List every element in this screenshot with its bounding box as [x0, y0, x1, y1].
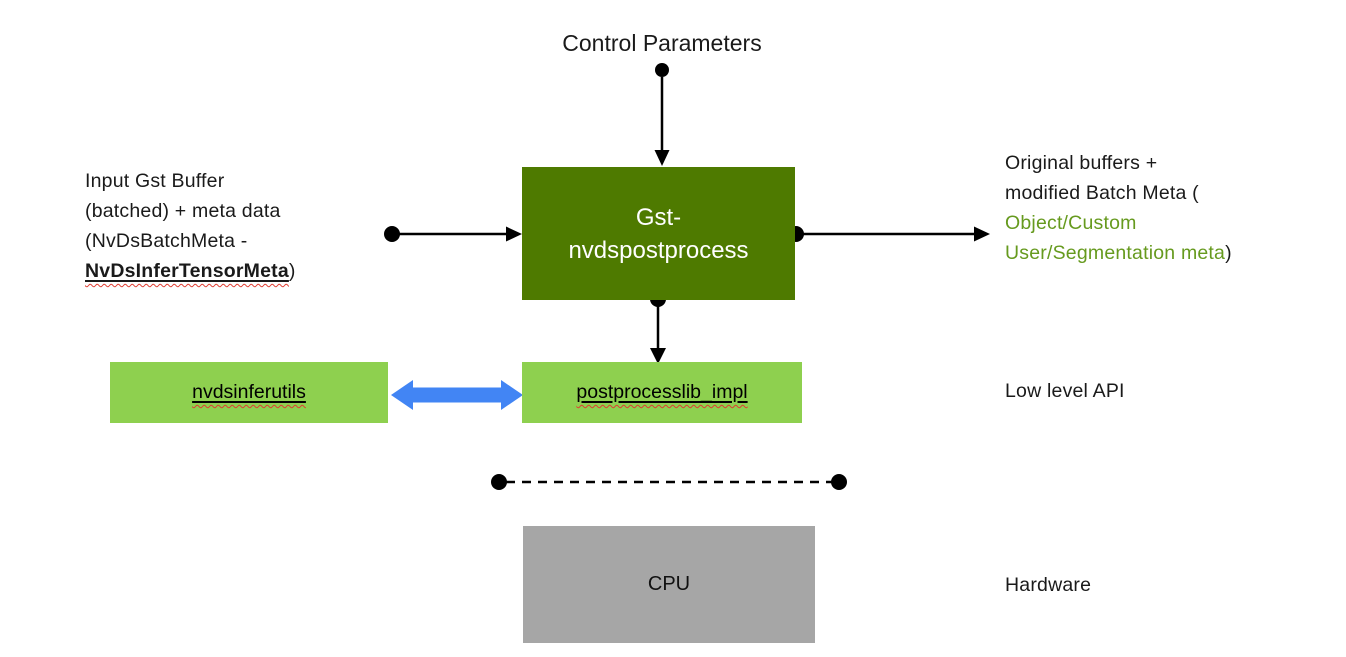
connector-dot	[491, 474, 507, 490]
arrowhead-right-icon	[506, 226, 522, 242]
input-label-line2: (batched) + meta data	[85, 200, 281, 222]
input-arrow	[384, 226, 522, 242]
postprocesslib-impl-box: postprocesslib_impl	[522, 362, 802, 423]
output-label-line3: Object/Custom	[1005, 212, 1137, 234]
connector-dot	[384, 226, 400, 242]
connector-dot	[831, 474, 847, 490]
postprocesslib-impl-label: postprocesslib_impl	[576, 381, 748, 403]
connector-dot	[655, 63, 669, 77]
input-label-line3: (NvDsBatchMeta -	[85, 230, 248, 252]
output-label-line4: User/Segmentation meta)	[1005, 242, 1232, 264]
nvdsinferutils-box: nvdsinferutils	[110, 362, 388, 423]
arrowhead-down-icon	[654, 150, 670, 166]
hardware-boundary-line	[491, 474, 847, 490]
output-label-line1: Original buffers +	[1005, 152, 1158, 174]
gst-nvdspostprocess-box: Gst- nvdspostprocess	[522, 167, 795, 300]
input-label-line1: Input Gst Buffer	[85, 170, 225, 192]
control-parameters-label: Control Parameters	[562, 30, 762, 56]
low-level-api-label: Low level API	[1005, 380, 1125, 402]
cpu-box: CPU	[523, 526, 815, 643]
hardware-label: Hardware	[1005, 574, 1092, 596]
output-buffer-label: Original buffers + modified Batch Meta (…	[1005, 148, 1310, 268]
cpu-label: CPU	[647, 573, 691, 595]
output-arrow	[788, 226, 990, 242]
control-params-arrow	[654, 63, 670, 166]
arrowhead-right-icon	[501, 380, 523, 410]
library-double-arrow	[391, 380, 523, 410]
input-buffer-label: Input Gst Buffer (batched) + meta data (…	[85, 166, 355, 286]
main-to-lib-arrow	[650, 291, 666, 364]
gst-nvdspostprocess-label: Gst- nvdspostprocess	[568, 203, 749, 264]
output-label-line2: modified Batch Meta (	[1005, 182, 1199, 204]
input-label-line4: NvDsInferTensorMeta)	[85, 260, 296, 282]
nvdsinferutils-label: nvdsinferutils	[192, 381, 306, 403]
arrowhead-left-icon	[391, 380, 413, 410]
arrowhead-right-icon	[974, 226, 990, 242]
